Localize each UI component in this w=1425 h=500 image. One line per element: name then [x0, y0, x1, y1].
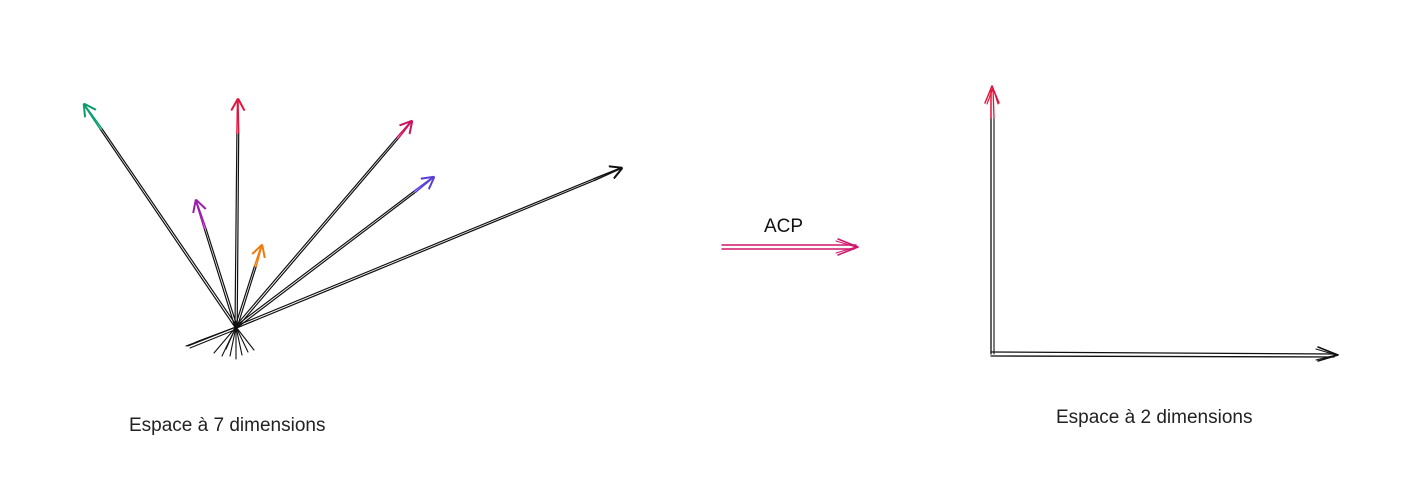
green-vector-arrowhead	[82, 102, 97, 118]
black-vector	[235, 165, 623, 329]
caption-7-dimensions: Espace à 7 dimensions	[129, 415, 326, 436]
red-vector-arrowhead	[230, 98, 246, 111]
orange-vector-arrowhead	[251, 244, 266, 259]
green-vector	[82, 102, 238, 329]
magenta-vector-arrowhead	[399, 119, 414, 135]
blue-vector	[234, 175, 436, 329]
horizontal-axis	[990, 346, 1339, 362]
acp-label: ACP	[764, 216, 804, 237]
red-vector	[230, 98, 246, 328]
two-dimension-space	[984, 85, 1339, 362]
magenta-vector	[234, 119, 414, 329]
seven-dimension-space	[82, 98, 623, 360]
orange-vector	[234, 244, 266, 328]
blue-vector-arrowhead	[420, 175, 436, 190]
acp-arrow	[721, 238, 859, 256]
purple-vector	[192, 199, 238, 328]
origin-tails	[185, 326, 255, 360]
caption-2-dimensions: Espace à 2 dimensions	[1056, 407, 1253, 428]
black-vector-arrowhead	[608, 165, 623, 180]
purple-vector-arrowhead	[192, 199, 207, 214]
pca-transition	[721, 238, 859, 256]
vertical-axis	[984, 85, 1000, 355]
